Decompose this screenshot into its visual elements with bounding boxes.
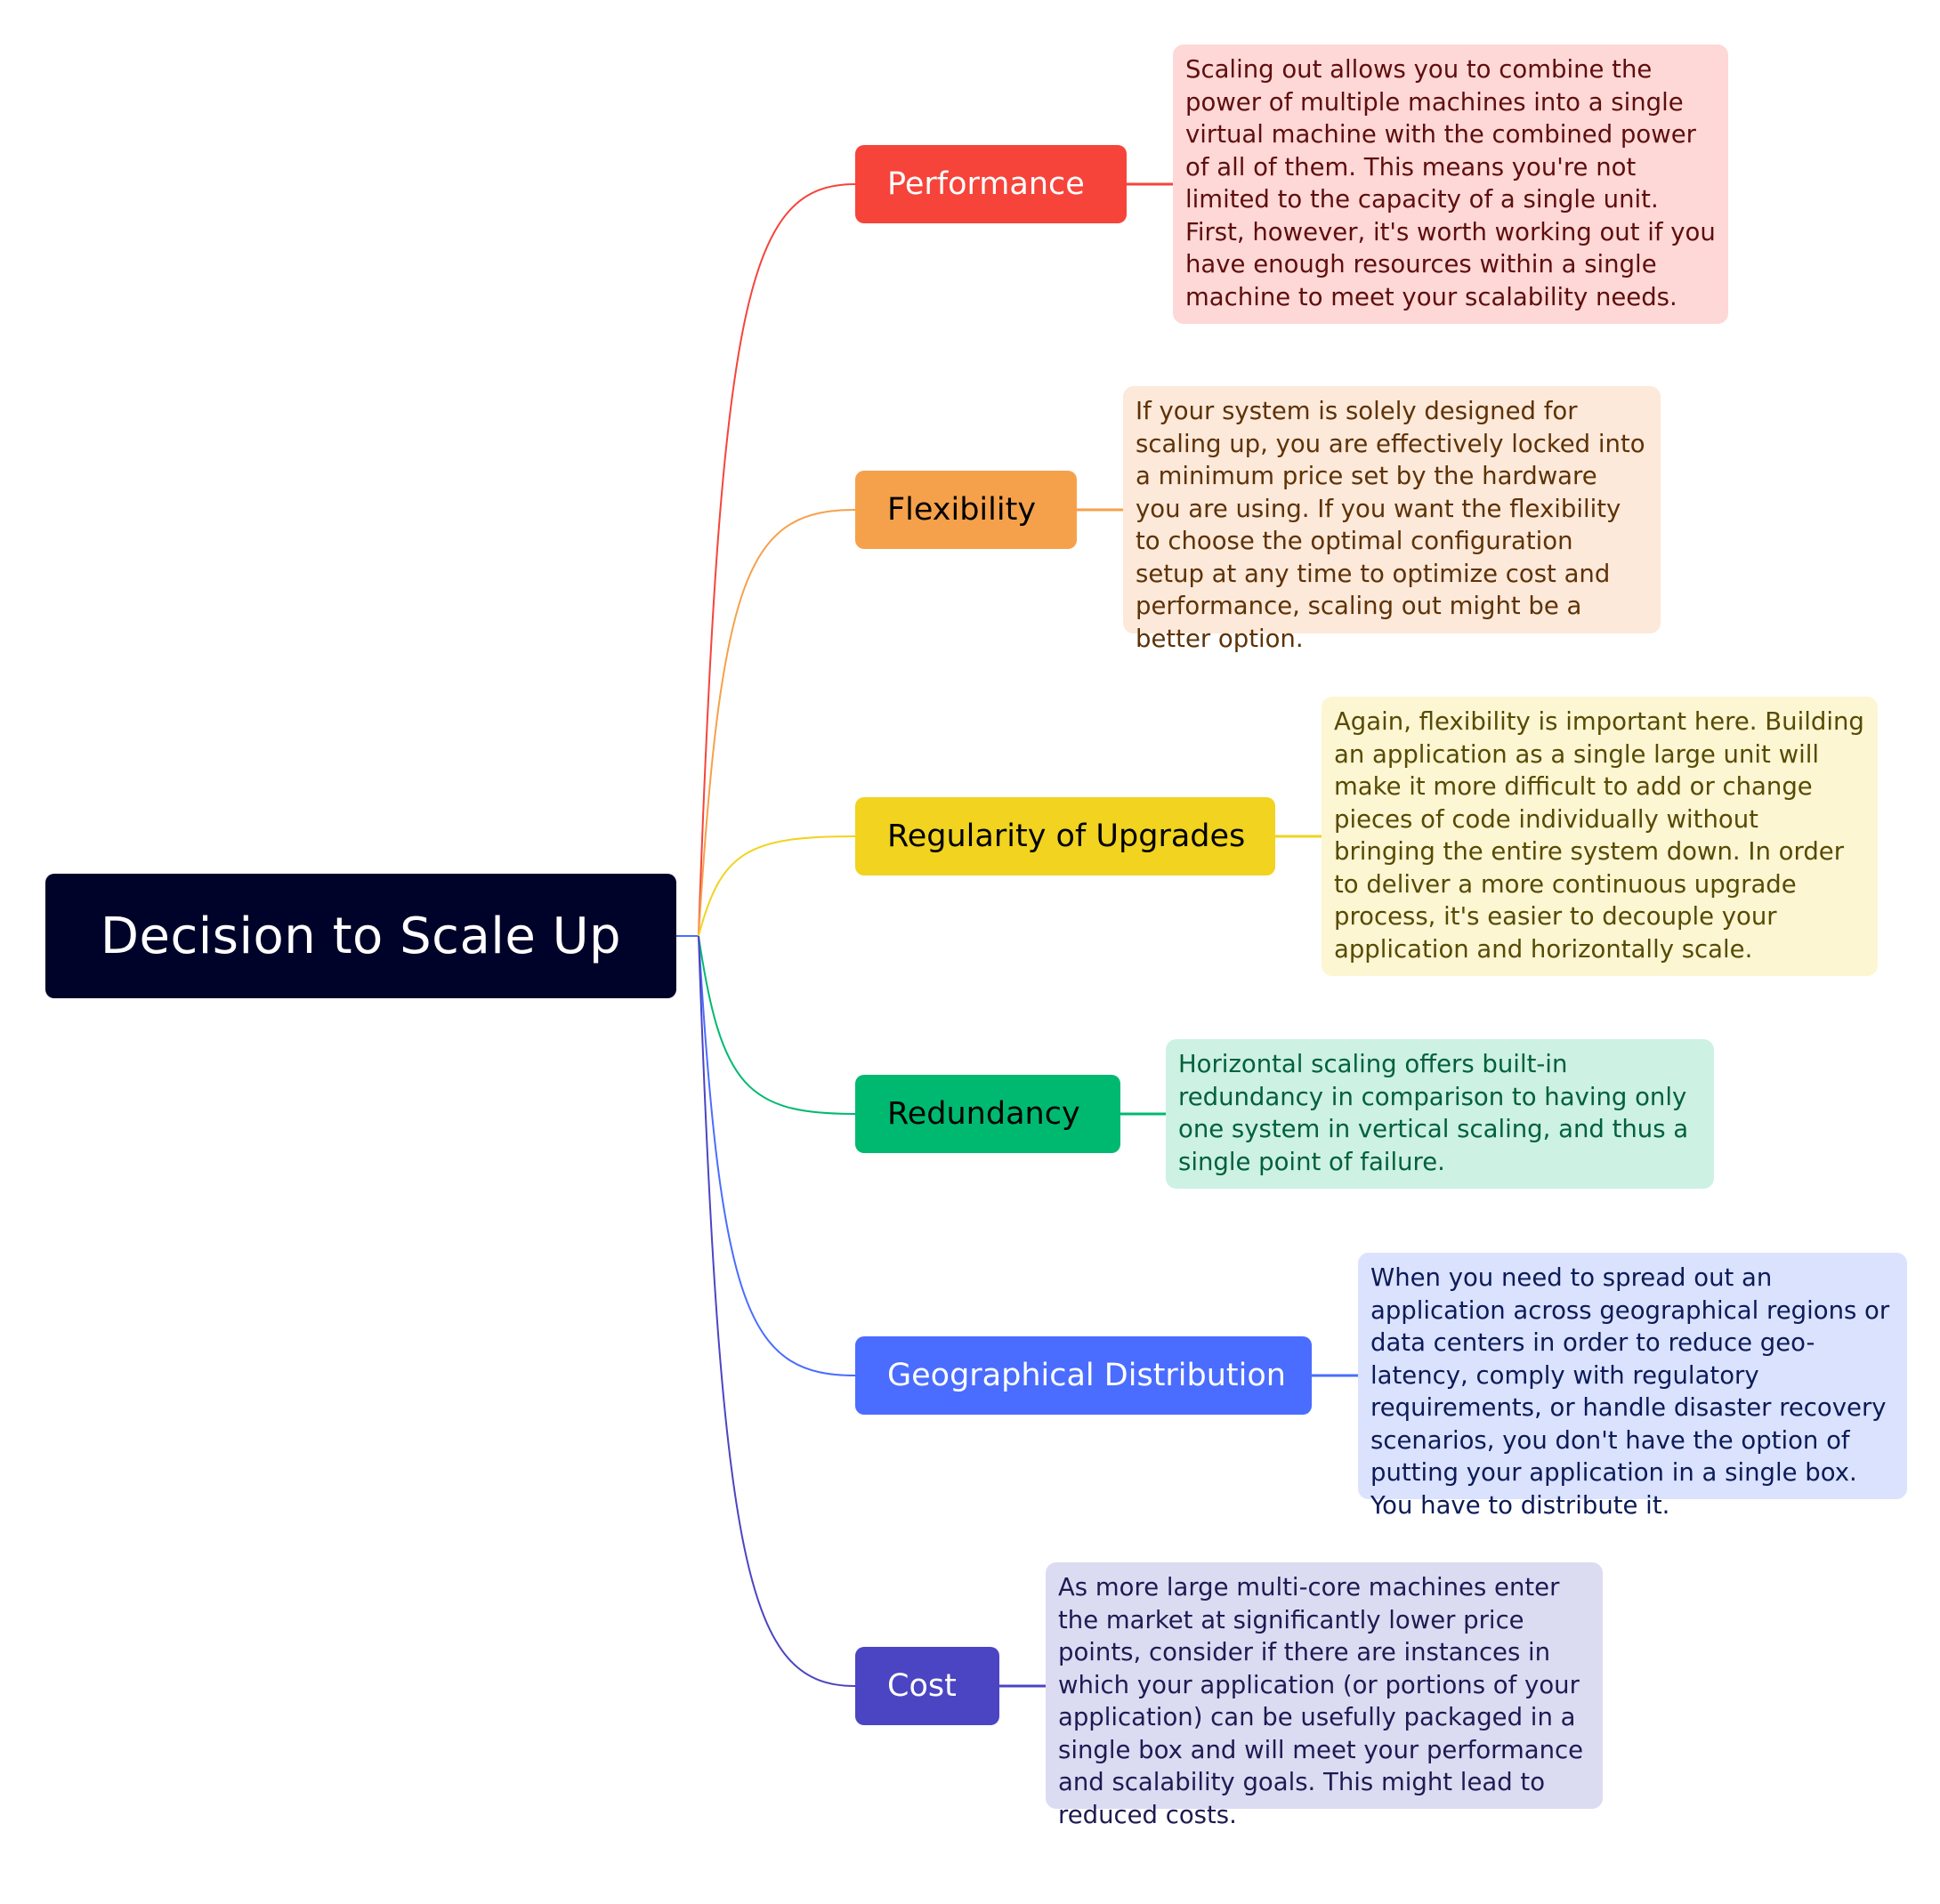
note-cost-text: As more large multi-core machines enter …	[1058, 1573, 1584, 1829]
note-performance-text: Scaling out allows you to combine the po…	[1185, 55, 1716, 311]
root-topic[interactable]: Decision to Scale Up	[45, 874, 676, 998]
branch-cost-label: Cost	[887, 1668, 957, 1704]
note-flexibility-text: If your system is solely designed for sc…	[1136, 397, 1645, 653]
branch-performance[interactable]: Performance	[855, 145, 1127, 223]
note-geographical-distribution: When you need to spread out an applicati…	[1358, 1253, 1907, 1520]
branch-connector	[698, 935, 856, 1687]
branch-cost[interactable]: Cost	[855, 1647, 999, 1725]
note-performance: Scaling out allows you to combine the po…	[1173, 44, 1728, 324]
note-flexibility: If your system is solely designed for sc…	[1123, 386, 1661, 653]
note-cost: As more large multi-core machines enter …	[1046, 1562, 1603, 1829]
branch-geographical-distribution[interactable]: Geographical Distribution	[855, 1336, 1312, 1415]
note-regularity-of-upgrades-text: Again, flexibility is important here. Bu…	[1334, 707, 1864, 964]
root-topic-label: Decision to Scale Up	[100, 907, 622, 965]
branch-regularity-of-upgrades[interactable]: Regularity of Upgrades	[855, 797, 1275, 875]
branch-regularity-of-upgrades-label: Regularity of Upgrades	[887, 819, 1246, 854]
note-geographical-distribution-text: When you need to spread out an applicati…	[1370, 1263, 1890, 1520]
branch-connector	[698, 935, 856, 1376]
note-redundancy-text: Horizontal scaling offers built-in redun…	[1178, 1050, 1689, 1176]
branch-redundancy-label: Redundancy	[887, 1096, 1080, 1132]
branch-connector	[698, 835, 856, 937]
branch-connector	[698, 935, 856, 1115]
branch-connector	[698, 183, 856, 937]
branch-geographical-distribution-label: Geographical Distribution	[887, 1358, 1286, 1393]
note-regularity-of-upgrades: Again, flexibility is important here. Bu…	[1322, 697, 1878, 976]
branch-redundancy[interactable]: Redundancy	[855, 1075, 1120, 1153]
note-redundancy: Horizontal scaling offers built-in redun…	[1166, 1039, 1714, 1189]
branch-performance-label: Performance	[887, 166, 1085, 202]
branch-flexibility[interactable]: Flexibility	[855, 471, 1077, 549]
branch-connector	[698, 509, 856, 937]
branch-flexibility-label: Flexibility	[887, 492, 1037, 528]
